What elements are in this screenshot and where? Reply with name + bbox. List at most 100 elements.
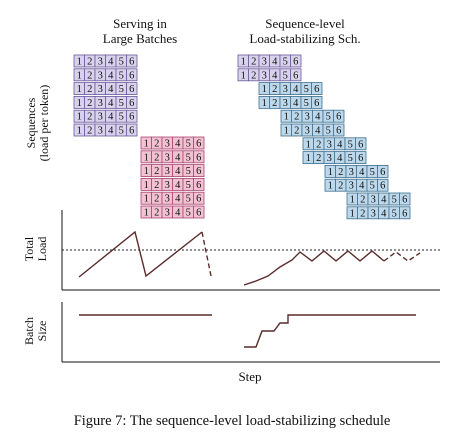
token-cell-label: 3 xyxy=(327,153,332,164)
token-cell-label: 2 xyxy=(87,126,92,137)
token-cell-label: 3 xyxy=(262,70,267,81)
token-cell-label: 6 xyxy=(129,98,134,109)
token-cell-label: 4 xyxy=(108,57,114,68)
token-cell-label: 5 xyxy=(370,181,375,192)
token-cell-label: 6 xyxy=(196,139,201,150)
token-cell-label: 5 xyxy=(283,57,288,68)
right-title-line2: Load-stabilizing Sch. xyxy=(249,31,361,46)
left-title: Serving in Large Batches xyxy=(85,16,195,46)
token-cell-label: 3 xyxy=(98,98,103,109)
token-cell-label: 1 xyxy=(262,98,267,109)
token-cell-label: 3 xyxy=(349,167,354,178)
token-cell-label: 2 xyxy=(360,195,365,206)
token-cell-label: 6 xyxy=(293,57,298,68)
token-cell-label: 3 xyxy=(371,195,376,206)
token-cell-label: 4 xyxy=(359,167,365,178)
token-cell-label: 3 xyxy=(305,126,310,137)
token-cell-label: 2 xyxy=(251,57,256,68)
left-title-line1: Serving in xyxy=(113,16,167,31)
token-cell-label: 2 xyxy=(154,166,159,177)
token-cell-label: 3 xyxy=(98,112,103,123)
token-cell-label: 1 xyxy=(306,139,311,150)
token-cell xyxy=(290,68,302,82)
token-cell xyxy=(377,178,389,192)
token-cell-label: 6 xyxy=(380,167,385,178)
token-cell xyxy=(126,68,138,82)
token-cell-label: 5 xyxy=(348,153,353,164)
token-cell-label: 1 xyxy=(241,57,246,68)
token-cell xyxy=(355,151,367,165)
token-cell-label: 2 xyxy=(87,84,92,95)
token-cell-label: 2 xyxy=(154,180,159,191)
token-cell xyxy=(333,123,345,137)
token-cell-label: 4 xyxy=(359,181,365,192)
token-cell-label: 6 xyxy=(293,70,298,81)
token-cell-label: 5 xyxy=(392,195,397,206)
token-cell-label: 4 xyxy=(108,84,114,95)
token-cell-label: 3 xyxy=(349,181,354,192)
token-cell-label: 2 xyxy=(154,194,159,205)
token-cell-label: 6 xyxy=(129,112,134,123)
token-cell xyxy=(355,137,367,151)
token-cell-label: 1 xyxy=(284,126,289,137)
token-cell-label: 2 xyxy=(272,84,277,95)
token-cell-label: 3 xyxy=(98,57,103,68)
token-cell-label: 4 xyxy=(108,98,114,109)
token-cell-label: 5 xyxy=(119,70,124,81)
right-title-line1: Sequence-level xyxy=(265,16,345,31)
token-cell-label: 1 xyxy=(77,126,82,137)
token-cell-label: 4 xyxy=(337,139,343,150)
token-cell-label: 3 xyxy=(165,208,170,219)
token-cell-label: 4 xyxy=(175,194,181,205)
token-cell-label: 4 xyxy=(315,112,321,123)
left-title-line2: Large Batches xyxy=(102,31,178,46)
token-cell-label: 2 xyxy=(316,139,321,150)
token-cell-label: 1 xyxy=(77,57,82,68)
token-cell-label: 6 xyxy=(314,84,319,95)
token-cell-label: 4 xyxy=(175,139,181,150)
token-cell-label: 4 xyxy=(337,153,343,164)
token-cell xyxy=(399,206,411,220)
token-cell-label: 5 xyxy=(119,98,124,109)
figure-caption: Figure 7: The sequence-level load-stabil… xyxy=(73,413,391,429)
token-cell-label: 5 xyxy=(304,98,309,109)
token-cell-label: 2 xyxy=(154,208,159,219)
token-cell-label: 5 xyxy=(119,112,124,123)
stabilized-batch-size-line xyxy=(244,314,416,348)
token-cell-label: 5 xyxy=(186,139,191,150)
token-cell xyxy=(193,205,205,219)
token-cell-label: 1 xyxy=(328,167,333,178)
token-cell xyxy=(126,109,138,123)
step-axis-label: Step xyxy=(238,369,262,384)
token-cell-label: 3 xyxy=(283,84,288,95)
token-cell-label: 3 xyxy=(165,152,170,163)
token-cell-label: 1 xyxy=(350,208,355,219)
token-cell-label: 4 xyxy=(108,70,114,81)
token-cell-label: 3 xyxy=(165,194,170,205)
token-cell-label: 1 xyxy=(144,166,149,177)
token-cell-label: 6 xyxy=(196,166,201,177)
token-cell-label: 2 xyxy=(154,139,159,150)
token-cell-label: 2 xyxy=(338,181,343,192)
token-cell-label: 2 xyxy=(316,153,321,164)
token-cell xyxy=(290,54,302,68)
token-cell-label: 4 xyxy=(108,112,114,123)
token-cell xyxy=(193,164,205,178)
token-cell-label: 4 xyxy=(272,57,278,68)
